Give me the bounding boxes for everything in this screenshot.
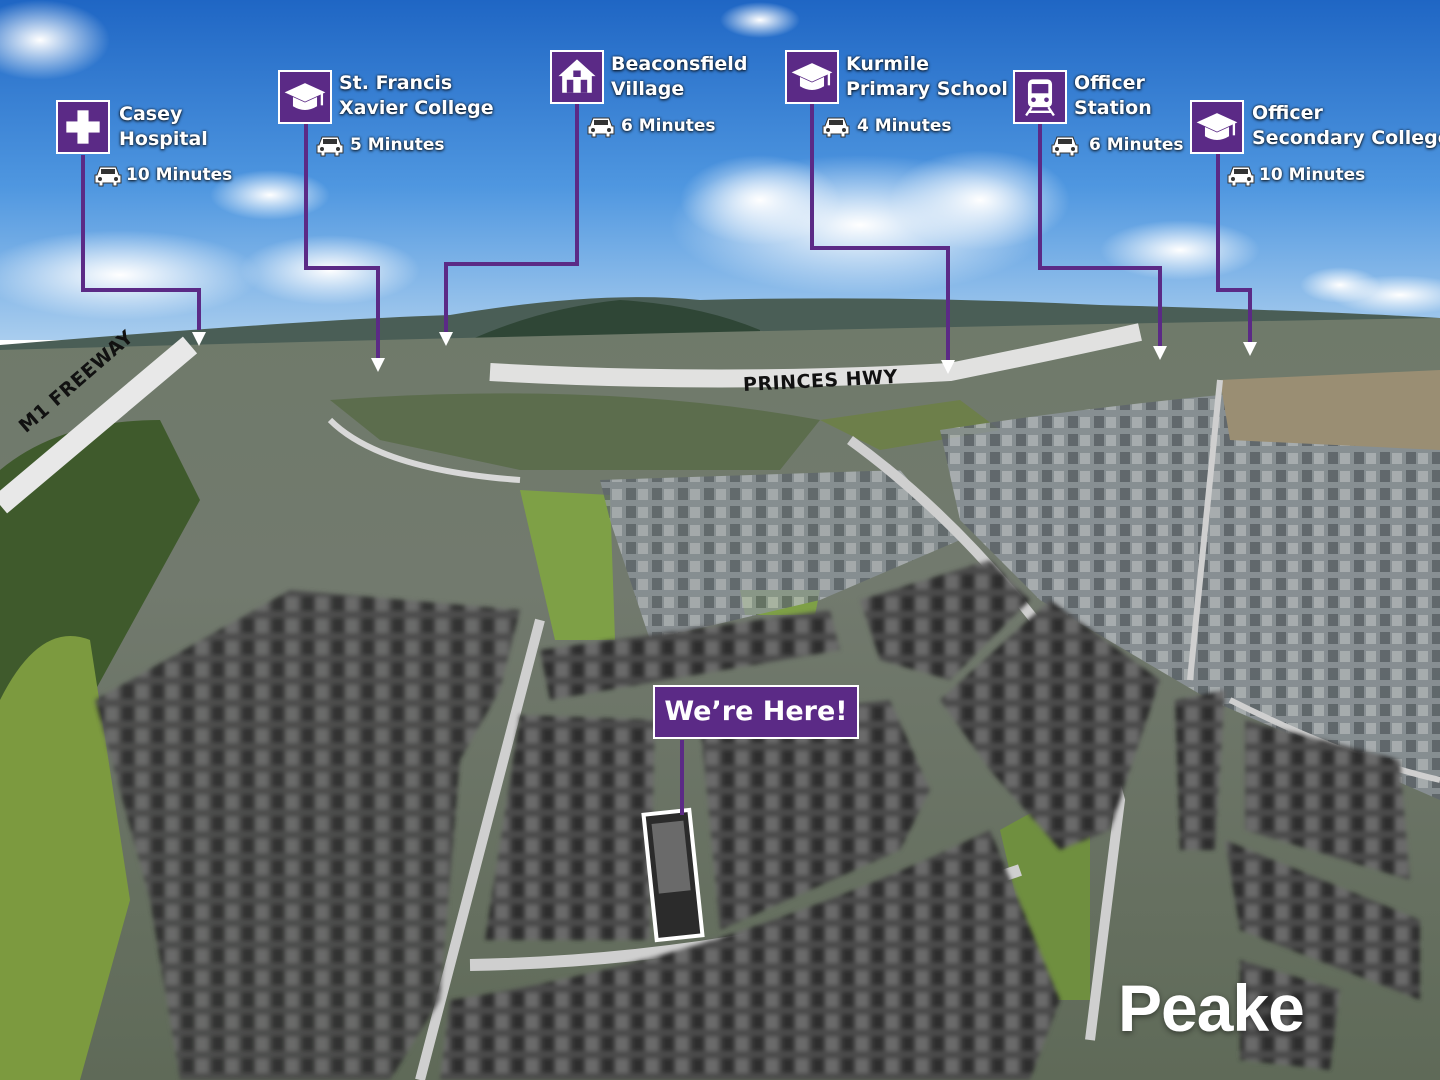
poi-name-line: St. Francis [339,72,453,94]
car-icon [587,117,615,138]
poi-name-line: Xavier College [339,97,494,119]
poi-name-line: Casey [119,103,183,125]
poi-name-line: Secondary College [1252,127,1440,149]
poi-name-line: Hospital [119,128,208,150]
drive-time: 10 Minutes [1259,165,1366,185]
car-icon [1227,166,1255,187]
brand-logo: Peake [1118,971,1305,1045]
poi-name-line: Officer [1252,102,1323,124]
drive-time: 4 Minutes [857,116,952,136]
houses-icon [550,50,604,104]
train-icon [1013,70,1067,124]
poi-name-line: Primary School [846,78,1008,100]
poi-name-line: Kurmile [846,53,929,75]
drive-time: 5 Minutes [350,135,445,155]
graduation-cap-icon [785,50,839,104]
poi-name-line: Station [1074,97,1152,119]
graduation-cap-icon [1190,100,1244,154]
drive-time: 6 Minutes [621,116,716,136]
poi-name-line: Village [611,78,685,100]
drive-time: 6 Minutes [1089,135,1184,155]
car-icon [822,117,850,138]
poi-name-line: Beaconsfield [611,53,748,75]
hospital-cross-icon [56,100,110,154]
car-icon [1051,136,1079,157]
car-icon [94,166,122,187]
drive-time: 10 Minutes [126,165,233,185]
graduation-cap-icon [278,70,332,124]
poi-name-line: Officer [1074,72,1145,94]
car-icon [316,136,344,157]
location-marker-label: We’re Here! [653,685,859,739]
